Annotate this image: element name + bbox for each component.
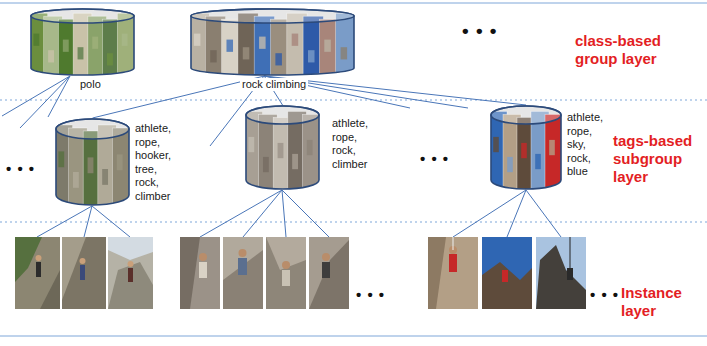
group-name: rock climbing	[240, 78, 308, 91]
tag-list: athlete, rope, hooker, tree, rock, climb…	[135, 122, 177, 203]
instance-photo	[62, 237, 106, 309]
subgroup-cylinder: athlete, rope, hooker, tree, rock, climb…	[55, 118, 130, 206]
ellipsis-mark: • • •	[462, 20, 498, 42]
cylinder-shape	[190, 8, 355, 76]
layer-title: Instance layer	[621, 284, 703, 320]
cylinder-shape	[245, 105, 320, 190]
ellipsis-mark: • • •	[590, 286, 619, 303]
link-lines	[2, 76, 561, 237]
group-name: polo	[78, 78, 103, 91]
instance-photos	[15, 237, 586, 309]
instance-photo	[536, 237, 586, 309]
cylinder-shape	[490, 105, 562, 190]
tag-list: athlete, rope, sky, rock, blue	[567, 111, 609, 179]
instance-photo	[266, 237, 306, 309]
layer-title: tags-based subgroup layer	[613, 132, 703, 186]
instance-photo	[223, 237, 263, 309]
subgroup-cylinder: athlete, rope, sky, rock, blue	[490, 105, 562, 190]
tag-list: athlete, rope, rock, climber	[332, 117, 374, 171]
instance-photo	[180, 237, 220, 309]
ellipsis-mark: • • •	[6, 160, 35, 177]
layer-title: class-based group layer	[575, 32, 687, 68]
group-cylinder: polo	[30, 8, 135, 76]
instance-photo	[309, 237, 349, 309]
instance-photo	[428, 237, 478, 309]
subgroup-cylinder: athlete, rope, rock, climber	[245, 105, 320, 190]
group-cylinder: rock climbing	[190, 8, 355, 76]
ellipsis-mark: • • •	[356, 286, 385, 303]
instance-photo	[108, 237, 153, 309]
cylinder-shape	[30, 8, 135, 76]
group-link	[93, 76, 265, 118]
instance-photo	[15, 237, 60, 309]
instance-photo	[482, 237, 532, 309]
layer-separators	[0, 3, 707, 336]
ellipsis-mark: • • •	[420, 150, 449, 167]
cylinder-shape	[55, 118, 130, 206]
